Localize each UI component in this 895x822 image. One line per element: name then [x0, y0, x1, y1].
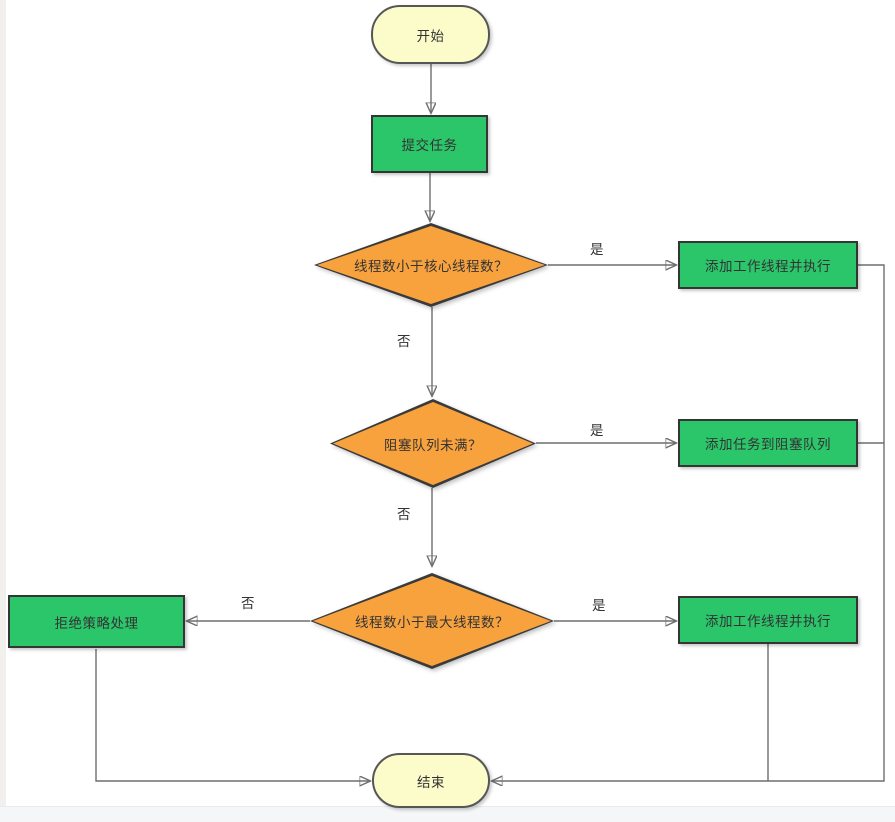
node-decision-queue[interactable]: 阻塞队列未满？	[330, 399, 536, 488]
node-reject-policy-label: 拒绝策略处理	[54, 615, 139, 631]
node-add-worker-core-label: 添加工作线程并执行	[705, 259, 831, 274]
canvas-left-margin	[0, 0, 6, 806]
node-add-worker-core[interactable]: 添加工作线程并执行	[678, 241, 858, 289]
node-submit-task[interactable]: 提交任务	[371, 115, 488, 173]
edge-worker-core-to-end	[492, 264, 885, 781]
edge-reject-to-end	[95, 649, 370, 781]
node-add-task-queue[interactable]: 添加任务到阻塞队列	[678, 419, 858, 467]
node-add-task-queue-label: 添加任务到阻塞队列	[705, 437, 831, 452]
node-start-label: 开始	[416, 28, 445, 44]
node-start[interactable]: 开始	[371, 5, 490, 64]
node-end[interactable]: 结束	[372, 753, 490, 808]
node-decision-core-label: 线程数小于核心线程数？	[354, 259, 508, 274]
node-decision-core-threads[interactable]: 线程数小于核心线程数？	[314, 223, 548, 307]
node-submit-task-label: 提交任务	[401, 138, 458, 153]
edge-label-yes-queue: 是	[590, 423, 604, 438]
node-end-label: 结束	[417, 774, 445, 790]
edge-label-no-queue: 否	[397, 507, 411, 522]
node-decision-max-label: 线程数小于最大线程数？	[355, 615, 509, 630]
node-add-worker-max-label: 添加工作线程并执行	[705, 614, 831, 629]
edge-label-no-max: 否	[241, 596, 255, 611]
node-reject-policy[interactable]: 拒绝策略处理	[8, 595, 185, 648]
edge-label-yes-max: 是	[592, 598, 606, 613]
edge-label-yes-core: 是	[590, 242, 604, 257]
node-add-worker-max[interactable]: 添加工作线程并执行	[678, 596, 858, 644]
node-decision-queue-label: 阻塞队列未满？	[384, 437, 482, 453]
node-decision-max-threads[interactable]: 线程数小于最大线程数？	[310, 573, 554, 669]
edge-label-no-core: 否	[397, 334, 411, 349]
